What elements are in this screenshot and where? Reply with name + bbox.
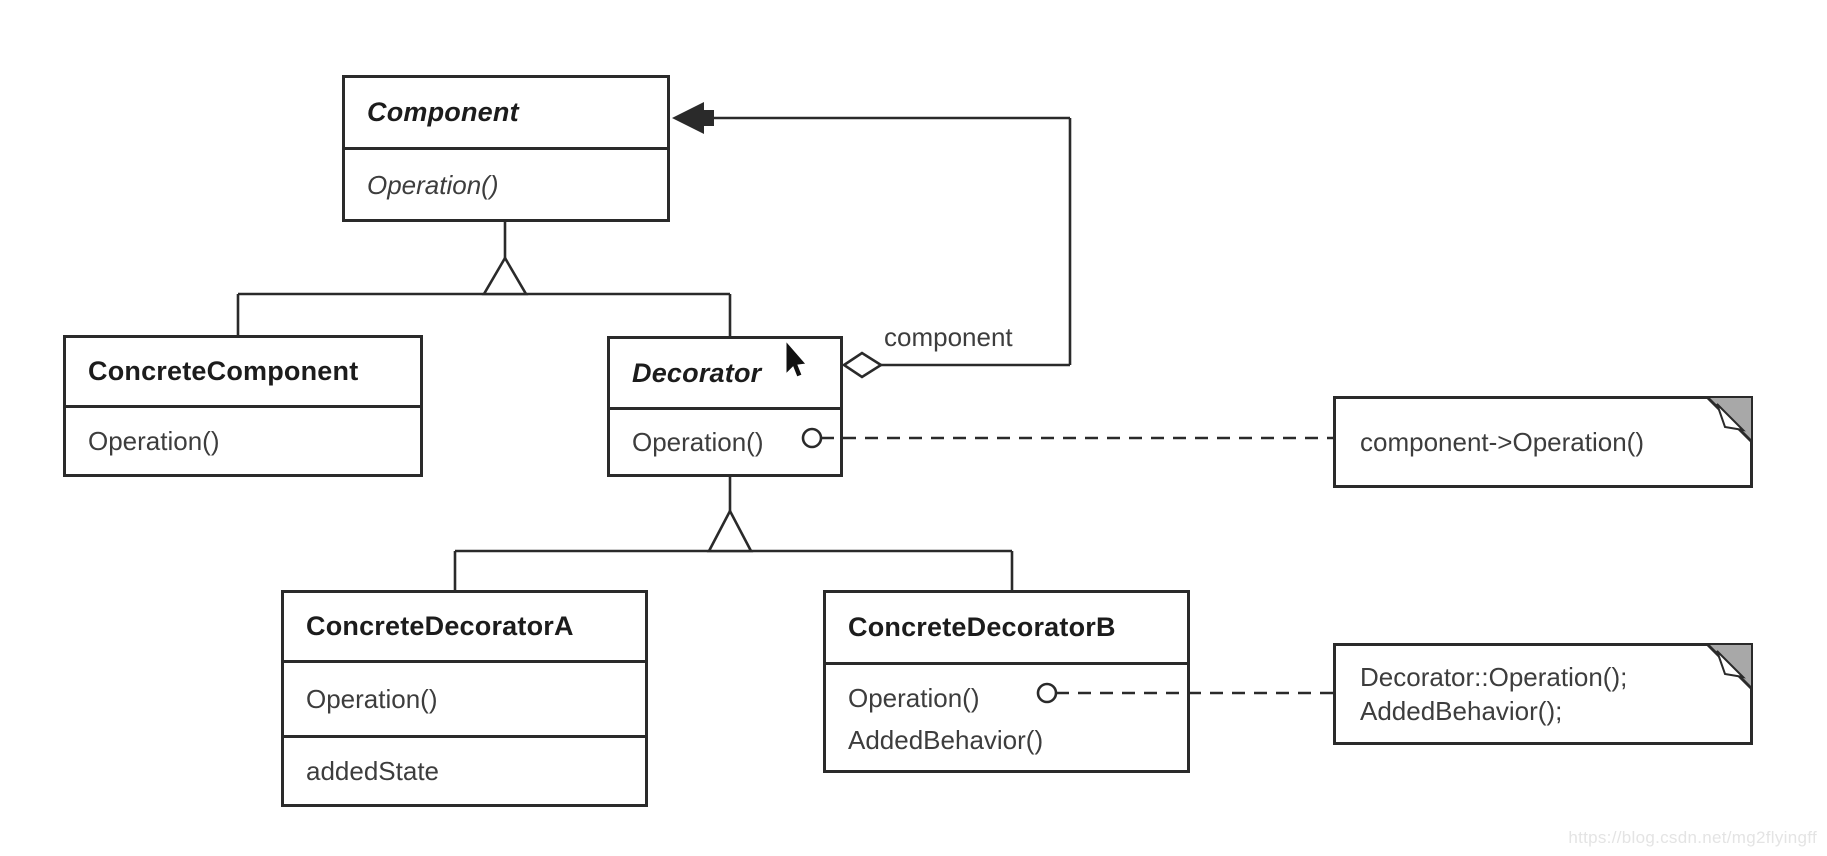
operation-label: Operation() (306, 684, 438, 714)
aggregation-role-label: component (884, 322, 1013, 352)
aggregation-diamond-icon (841, 351, 884, 379)
operation-label: Operation() (367, 169, 499, 200)
class-box-component: Component Operation() (342, 75, 670, 222)
note-text: Decorator::Operation(); (1360, 662, 1628, 692)
operation-label: AddedBehavior() (848, 725, 1044, 755)
attribute-label: addedState (306, 756, 440, 786)
operation-label: Operation() (632, 427, 764, 457)
operations-compartment-decorator: Operation() (610, 407, 840, 474)
class-name-decorator: Decorator (632, 357, 762, 388)
operations-compartment-concrete-decorator-b: Operation() AddedBehavior() (826, 662, 1187, 770)
attributes-compartment-concrete-decorator-a: addedState (284, 735, 645, 804)
arrowhead-icon (672, 102, 704, 134)
arrowhead-stub (704, 110, 714, 126)
operations-compartment-concrete-decorator-a: Operation() (284, 660, 645, 735)
operation-label: Operation() (848, 683, 980, 713)
note-text: component->Operation() (1360, 427, 1644, 457)
class-box-concrete-decorator-b: ConcreteDecoratorB Operation() AddedBeha… (823, 590, 1190, 773)
generalization-triangle-icon (481, 255, 529, 296)
class-box-concrete-component: ConcreteComponent Operation() (63, 335, 423, 477)
class-name-concrete-decorator-b: ConcreteDecoratorB (848, 612, 1116, 642)
operations-compartment-concrete-component: Operation() (66, 405, 420, 474)
class-box-concrete-decorator-a: ConcreteDecoratorA Operation() addedStat… (281, 590, 648, 807)
note-concrete-decorator-b: Decorator::Operation(); AddedBehavior(); (1333, 643, 1753, 745)
class-name-concrete-component: ConcreteComponent (88, 356, 359, 386)
class-box-decorator: Decorator Operation() (607, 336, 843, 477)
class-name-component: Component (367, 97, 519, 127)
note-decorator-operation: component->Operation() (1333, 396, 1753, 488)
operations-compartment-component: Operation() (345, 147, 667, 219)
note-text: AddedBehavior(); (1360, 696, 1563, 726)
class-name-concrete-decorator-a: ConcreteDecoratorA (306, 611, 574, 641)
generalization-triangle-icon (706, 508, 754, 553)
watermark-url: https://blog.csdn.net/mg2flyingff (1568, 828, 1817, 847)
operation-label: Operation() (88, 426, 220, 456)
